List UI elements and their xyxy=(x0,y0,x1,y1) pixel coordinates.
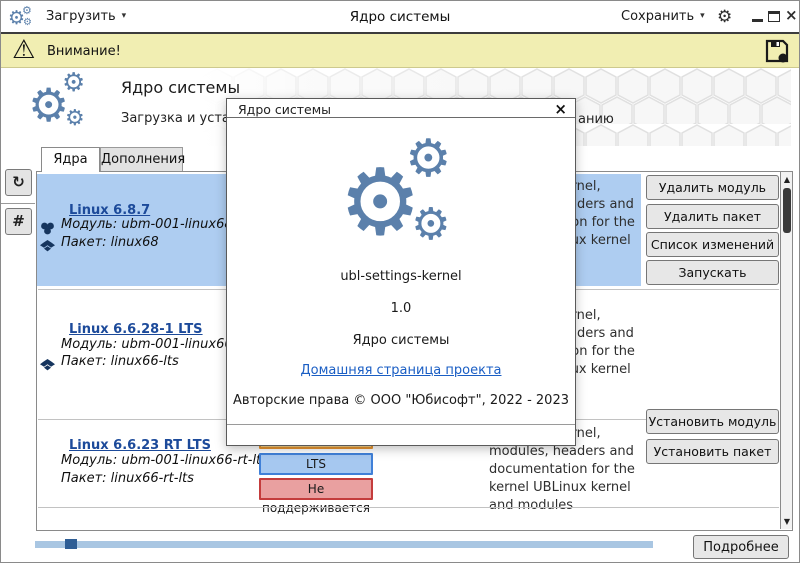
scrollbar-thumb[interactable] xyxy=(783,188,791,233)
kernel-link[interactable]: Linux 6.6.23 RT LTS xyxy=(69,438,211,453)
gear-icon: ⚙ xyxy=(22,4,32,17)
titlebar: ⚙ ⚙ ⚙ Загрузить ▾ Ядро системы Сохранить ▾… xyxy=(1,1,799,34)
warning-text: Внимание! xyxy=(47,44,121,59)
dialog-version: 1.0 xyxy=(390,301,412,316)
page-title: Ядро системы xyxy=(121,78,241,97)
gear-icon: ⚙ xyxy=(8,7,26,29)
warning-triangle-icon: ⚠ xyxy=(12,35,36,65)
kernel-link[interactable]: Linux 6.8.7 xyxy=(69,203,151,218)
page-subtitle-left: Загрузка и уста xyxy=(121,111,230,126)
homepage-link[interactable]: Домашняя страница проекта xyxy=(300,363,502,378)
gear-icon: ⚙ xyxy=(23,17,32,28)
about-dialog: Ядро системы × ⚙ ⚙ ⚙ ubl-settings-kernel… xyxy=(226,98,576,446)
tab-kernels[interactable]: Ядра xyxy=(41,147,100,172)
close-button[interactable]: × xyxy=(785,6,798,24)
chevron-down-icon: ▾ xyxy=(121,11,127,21)
dialog-titlebar: Ядро системы × xyxy=(227,99,575,118)
app-logo-gears-icon: ⚙ ⚙ ⚙ xyxy=(28,70,94,136)
badge-lts: LTS xyxy=(259,453,373,475)
save-floppy-icon[interactable] xyxy=(764,38,790,68)
gear-icon: ⚙ xyxy=(65,106,85,131)
module-icon xyxy=(40,220,55,235)
window-title: Ядро системы xyxy=(349,9,451,25)
kernel-package: Пакет: linux66-lts xyxy=(61,354,179,369)
kernel-module: Модуль: ubm-001-linux66-lts xyxy=(61,337,253,352)
scroll-down-icon[interactable]: ▼ xyxy=(783,517,791,526)
page-subtitle-right: анию xyxy=(578,112,614,127)
badge-unsupported: Не поддерживается xyxy=(259,478,373,515)
gear-icon: ⚙ xyxy=(411,199,451,250)
load-menu[interactable]: Загрузить ▾ xyxy=(46,9,126,24)
load-menu-label: Загрузить xyxy=(46,9,116,24)
dialog-close-icon[interactable]: × xyxy=(554,100,567,118)
gear-icon: ⚙ xyxy=(62,68,86,98)
details-button[interactable]: Подробнее xyxy=(693,535,789,559)
kernel-module: Модуль: ubm-001-linux68 xyxy=(61,217,233,232)
changelog-button[interactable]: Список изменений xyxy=(646,232,779,257)
save-menu-label: Сохранить xyxy=(621,9,695,24)
kernel-description: The Linux kernel, modules, headers and d… xyxy=(489,426,635,513)
dialog-title: Ядро системы xyxy=(238,102,332,117)
maximize-button[interactable] xyxy=(768,11,782,23)
row-divider xyxy=(38,507,779,508)
kernel-package: Пакет: linux66-rt-lts xyxy=(61,471,194,486)
divider xyxy=(1,203,35,204)
progress-bar-handle[interactable] xyxy=(65,539,77,549)
chevron-down-icon: ▾ xyxy=(700,11,705,21)
gear-icon: ⚙ xyxy=(28,78,70,132)
vertical-scrollbar[interactable]: ▲ ▼ xyxy=(780,172,792,529)
app-logo-gears-icon: ⚙ ⚙ ⚙ xyxy=(8,5,38,31)
scroll-up-icon[interactable]: ▲ xyxy=(783,175,791,184)
gear-icon: ⚙ xyxy=(339,149,422,256)
warning-bar: ⚠ Внимание! xyxy=(1,34,799,68)
dialog-logo-gears-icon: ⚙ ⚙ ⚙ xyxy=(339,133,469,261)
package-icon xyxy=(40,238,55,252)
dialog-divider xyxy=(227,424,575,425)
remove-module-button[interactable]: Удалить модуль xyxy=(646,175,779,200)
tab-addons[interactable]: Дополнения xyxy=(100,147,185,171)
package-icon xyxy=(40,357,55,371)
progress-bar-track[interactable] xyxy=(35,541,653,548)
refresh-button[interactable]: ↻ xyxy=(5,169,32,196)
gear-icon: ⚙ xyxy=(405,129,452,189)
settings-gear-icon[interactable]: ⚙ xyxy=(717,7,733,27)
minimize-button[interactable] xyxy=(752,11,766,23)
kernel-module: Модуль: ubm-001-linux66-rt-lts xyxy=(61,453,268,468)
boot-default-button[interactable]: Запускать xyxy=(646,260,779,285)
dialog-description: Ядро системы xyxy=(352,333,450,348)
kernel-link[interactable]: Linux 6.6.28-1 LTS xyxy=(69,322,203,337)
dialog-app-name: ubl-settings-kernel xyxy=(340,269,462,284)
hash-button[interactable]: # xyxy=(5,208,32,235)
dialog-copyright: Авторские права © ООО "Юбисофт", 2022 - … xyxy=(233,393,569,408)
install-package-button[interactable]: Установить пакет xyxy=(646,439,779,464)
kernel-package: Пакет: linux68 xyxy=(61,235,159,250)
remove-package-button[interactable]: Удалить пакет xyxy=(646,204,779,229)
install-module-button[interactable]: Установить модуль xyxy=(646,409,779,434)
save-menu[interactable]: Сохранить ▾ xyxy=(621,9,705,24)
